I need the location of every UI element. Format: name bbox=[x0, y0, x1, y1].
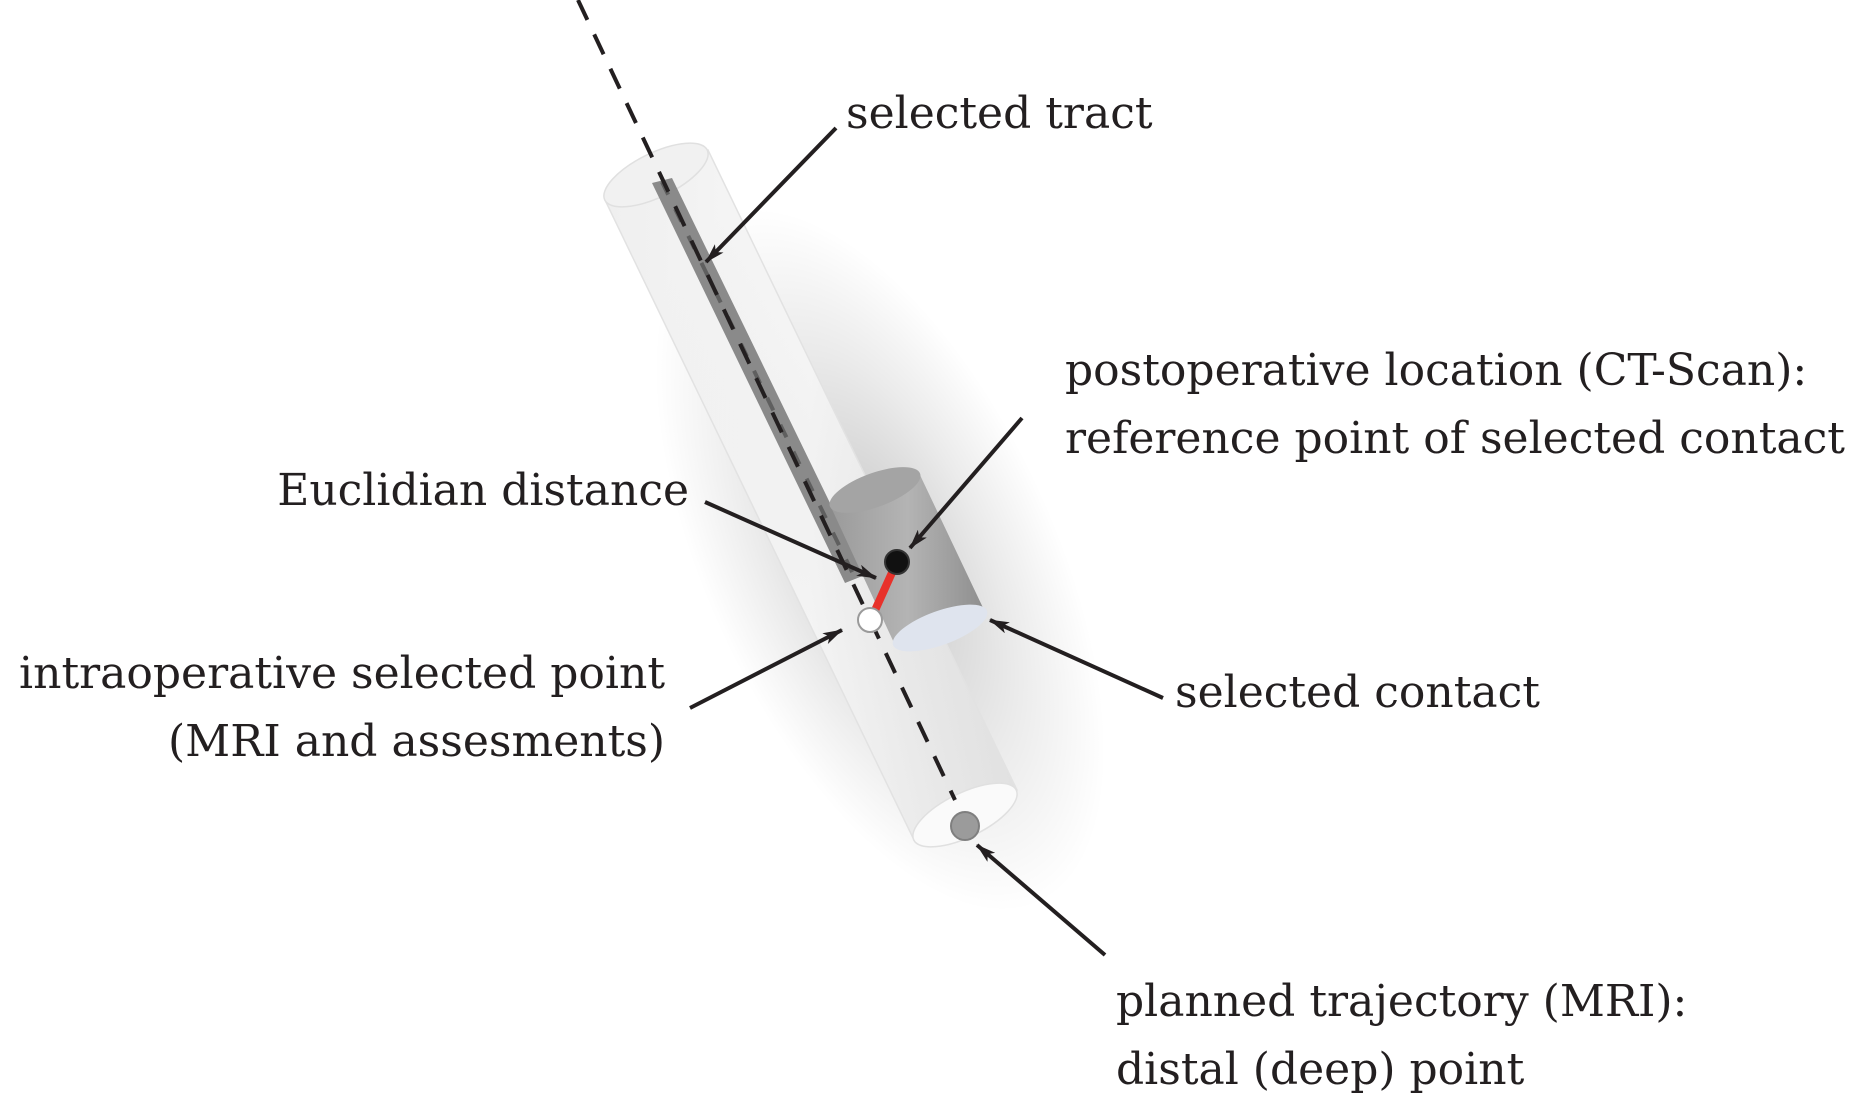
label-intraop-line2: (MRI and assesments) bbox=[168, 716, 665, 767]
label-selected-contact: selected contact bbox=[1175, 667, 1540, 718]
arrow-icon bbox=[689, 628, 843, 710]
planned-trajectory-line bbox=[576, 0, 957, 801]
intraop-selected-point bbox=[857, 607, 883, 633]
arrow-icon bbox=[704, 500, 877, 580]
distal-deep-point bbox=[950, 811, 980, 841]
arrow-icon bbox=[975, 843, 1107, 957]
selected-contact-top-cap bbox=[829, 467, 921, 513]
arrow-icon bbox=[989, 618, 1164, 700]
label-planned-line2: distal (deep) point bbox=[1116, 1044, 1525, 1095]
postop-reference-point bbox=[884, 549, 910, 575]
selected-contact-bottom-cap bbox=[892, 604, 988, 652]
label-postop-line2: reference point of selected contact bbox=[1065, 413, 1845, 464]
label-intraop-line1: intraoperative selected point bbox=[19, 648, 665, 699]
label-planned-line1: planned trajectory (MRI): bbox=[1116, 976, 1687, 1027]
label-postop-line1: postoperative location (CT-Scan): bbox=[1065, 345, 1807, 396]
label-selected-tract: selected tract bbox=[846, 88, 1153, 139]
arrow-icon bbox=[908, 416, 1024, 550]
label-euclidian-distance: Euclidian distance bbox=[277, 465, 689, 516]
arrow-icon bbox=[704, 126, 838, 264]
